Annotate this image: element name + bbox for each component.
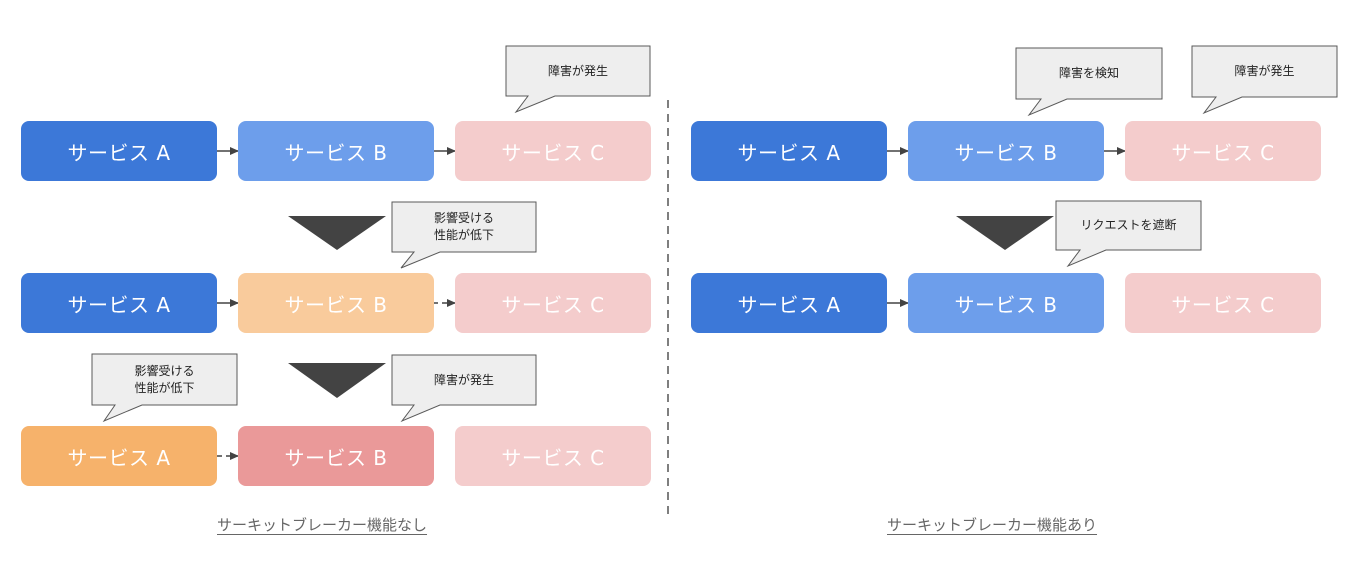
bubble-left-r3-a	[91, 353, 238, 423]
transition-triangle-left-2	[288, 363, 386, 398]
right-row1-service-b: サービス B	[908, 121, 1104, 181]
left-row1-service-a: サービス A	[21, 121, 217, 181]
left-row3-service-a: サービス A	[21, 426, 217, 486]
transition-triangle-left-1	[288, 216, 386, 250]
right-row2-service-b: サービス B	[908, 273, 1104, 333]
right-row1-service-c: サービス C	[1125, 121, 1321, 181]
callout-left-r2-b-text: 影響受ける 性能が低下	[433, 211, 494, 242]
callout-left-r3-a-text: 影響受ける 性能が低下	[134, 363, 195, 395]
left-row2-service-a: サービス A	[21, 273, 217, 333]
caption-left: サーキットブレーカー機能なし	[217, 516, 428, 534]
bubble-right-r1-c	[1191, 45, 1338, 115]
bubble-right-r2-b	[1055, 200, 1202, 268]
right-row2-service-c: サービス C	[1125, 273, 1321, 333]
left-row2-service-c: サービス C	[455, 273, 651, 333]
callout-left-r3-b-text: 障害が発生	[433, 372, 494, 387]
callout-left-r1-c-text: 障害が発生	[547, 63, 608, 78]
left-row3-service-c: サービス C	[455, 426, 651, 486]
callout-right-r1-c-text: 障害が発生	[1234, 64, 1295, 78]
caption-right: サーキットブレーカー機能あり	[887, 516, 1098, 534]
right-row2-service-a: サービス A	[691, 273, 887, 333]
bubble-left-r3-b	[391, 354, 537, 423]
right-row1-service-a: サービス A	[691, 121, 887, 181]
callout-right-r2-b-text: リクエストを遮断	[1080, 218, 1177, 232]
callout-right-r1-b-text: 障害を検知	[1058, 66, 1119, 80]
bubble-left-r2-b	[391, 201, 537, 269]
bubble-right-r1-b	[1015, 47, 1163, 117]
bubble-left-r1-c	[505, 45, 651, 114]
left-row1-service-c: サービス C	[455, 121, 651, 181]
left-row2-service-b: サービス B	[238, 273, 434, 333]
transition-triangle-right	[956, 216, 1054, 250]
left-row1-service-b: サービス B	[238, 121, 434, 181]
left-row3-service-b: サービス B	[238, 426, 434, 486]
